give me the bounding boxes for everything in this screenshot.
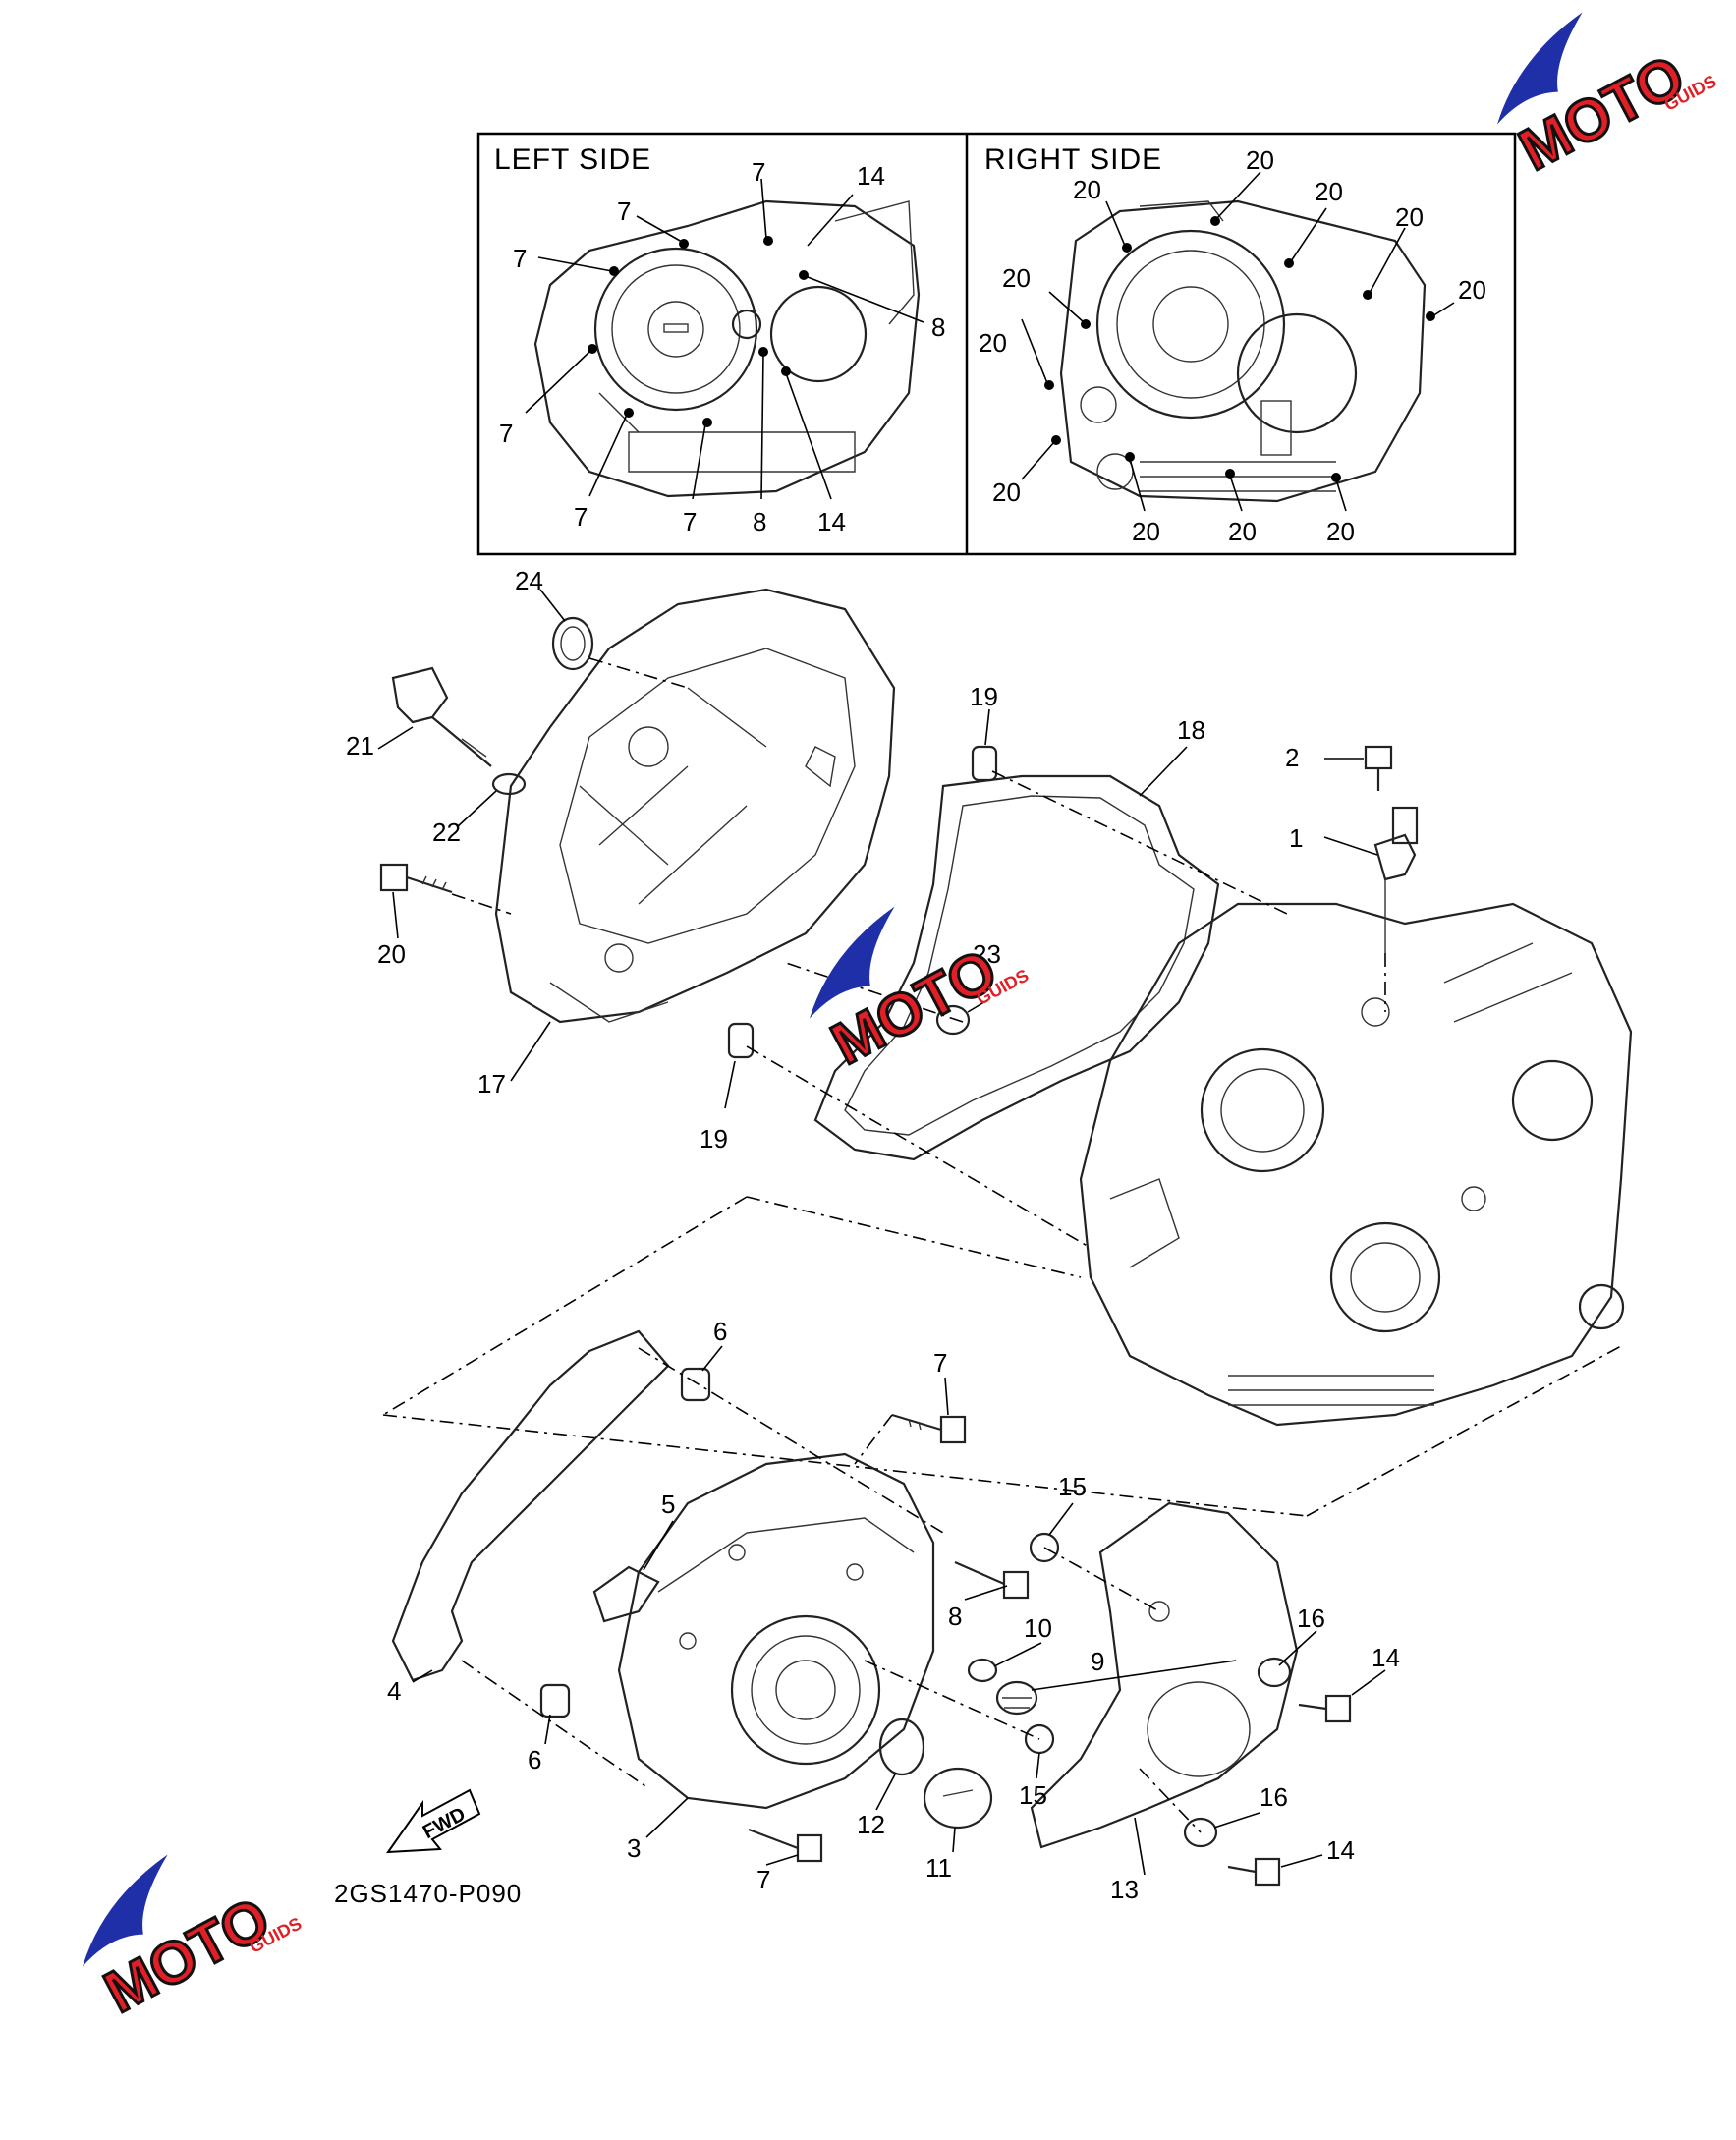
callout-label: 2 (1285, 743, 1299, 772)
callout-label: 20 (1002, 263, 1031, 293)
callout-label: 10 (1024, 1613, 1052, 1643)
callout-label: 20 (979, 328, 1007, 358)
callout-label: 6 (713, 1317, 727, 1346)
callout-label: 13 (1110, 1875, 1139, 1904)
bracket-1 (1373, 806, 1419, 953)
cap-5 (592, 1565, 660, 1623)
callout-label: 19 (970, 682, 998, 711)
callout-label: 7 (499, 419, 513, 448)
callout-label: 20 (1246, 145, 1274, 175)
callout-label: 20 (1326, 517, 1355, 546)
callout-label: 20 (1132, 517, 1160, 546)
left-side-engine-sketch (533, 199, 921, 498)
assembly-lines-lower (461, 1347, 1202, 1833)
o-ring-22 (491, 772, 527, 796)
callout-label: 21 (346, 731, 374, 760)
callout-label: 20 (1228, 517, 1257, 546)
collar-15 (1024, 1532, 1060, 1755)
callout-label: 11 (925, 1853, 952, 1883)
bolt-14 (1227, 1694, 1352, 1887)
crankcase-cover-left (617, 1452, 935, 1810)
collar-23 (935, 1004, 971, 1036)
callout-label: 18 (1177, 715, 1205, 745)
lower-callouts: 6 7 5 15 8 10 9 16 14 4 6 12 15 3 11 13 … (387, 1317, 1400, 1904)
crankcase-cover-right (494, 588, 896, 1024)
callout-label: 20 (1458, 275, 1486, 305)
callout-label: 7 (683, 507, 697, 536)
callout-label: 12 (857, 1810, 885, 1839)
dipstick-21 (391, 666, 492, 767)
callout-label: 6 (528, 1745, 541, 1774)
crankcase-body (1079, 902, 1633, 1427)
assembly-plane (382, 1196, 1622, 1517)
right-side-callouts: 20 20 20 20 20 20 20 20 20 20 20 (979, 145, 1486, 546)
sprocket-cover-13 (1030, 1501, 1299, 1849)
screw-2 (1364, 745, 1393, 791)
callout-label: 17 (477, 1069, 506, 1098)
upper-callouts: 24 21 22 20 17 19 19 23 18 2 1 (346, 566, 1303, 1154)
inset-panel: LEFT SIDE RIGHT SIDE (476, 132, 1517, 556)
callout-label: 9 (1091, 1647, 1104, 1676)
callout-label: 7 (756, 1865, 770, 1894)
callout-label: 20 (992, 478, 1021, 507)
plug-11 (923, 1767, 993, 1830)
oil-seal-24 (551, 616, 594, 671)
callout-label: 19 (700, 1124, 728, 1154)
callout-label: 15 (1058, 1472, 1087, 1501)
assembly-lines-upper (451, 657, 1386, 1249)
callout-label: 20 (1073, 175, 1101, 204)
o-ring-12 (878, 1718, 925, 1776)
callout-label: 1 (1289, 823, 1303, 853)
plug-9 (995, 1680, 1038, 1716)
bolt-7-bottom (748, 1828, 823, 1863)
callout-label: 14 (1372, 1643, 1400, 1672)
right-side-title: RIGHT SIDE (984, 143, 1162, 176)
left-side-title: LEFT SIDE (494, 143, 651, 176)
callout-label: 7 (933, 1348, 947, 1378)
callout-label: 22 (432, 817, 461, 847)
callout-label: 14 (817, 507, 846, 536)
bolt-7-top (891, 1413, 967, 1444)
callout-label: 7 (617, 197, 631, 226)
callout-label: 20 (377, 939, 406, 969)
callout-label: 15 (1019, 1780, 1047, 1810)
callout-label: 14 (857, 161, 885, 191)
brand-logo-bottom-left: MOTO GUIDS (83, 1854, 305, 2027)
callout-label: 8 (931, 312, 945, 342)
callout-label: 7 (574, 502, 588, 532)
bolt-8 (954, 1560, 1030, 1600)
gasket-4 (391, 1329, 670, 1682)
callout-label: 7 (752, 157, 765, 187)
callout-label: 14 (1326, 1835, 1355, 1865)
callout-label: 16 (1260, 1782, 1288, 1812)
lower-leaders (412, 1345, 1386, 1876)
callout-label: 20 (1395, 202, 1424, 232)
upper-leaders (377, 589, 1378, 1109)
part-code: 2GS1470-P090 (334, 1879, 522, 1908)
callout-label: 8 (753, 507, 766, 536)
left-side-leaders (525, 178, 924, 500)
callout-label: 4 (387, 1676, 401, 1706)
callout-label: 7 (513, 244, 527, 273)
o-ring-10 (967, 1658, 998, 1683)
callout-label: 3 (627, 1833, 641, 1863)
gasket-18 (813, 774, 1220, 1161)
grommet-16 (1183, 1657, 1292, 1848)
right-side-leaders (1021, 171, 1455, 512)
callout-label: 16 (1297, 1604, 1325, 1633)
right-side-engine-sketch (1059, 199, 1427, 503)
fwd-arrow: FWD (385, 1788, 481, 1854)
callout-label: 8 (948, 1602, 962, 1631)
dowel-6 (539, 1367, 711, 1718)
callout-label: 5 (661, 1490, 675, 1519)
callout-label: 20 (1315, 177, 1343, 206)
bolt-20 (379, 863, 453, 894)
left-side-callouts: 7 7 14 7 8 7 7 7 8 14 (499, 157, 945, 536)
callout-label: 24 (515, 566, 543, 595)
callout-label: 23 (973, 939, 1001, 969)
